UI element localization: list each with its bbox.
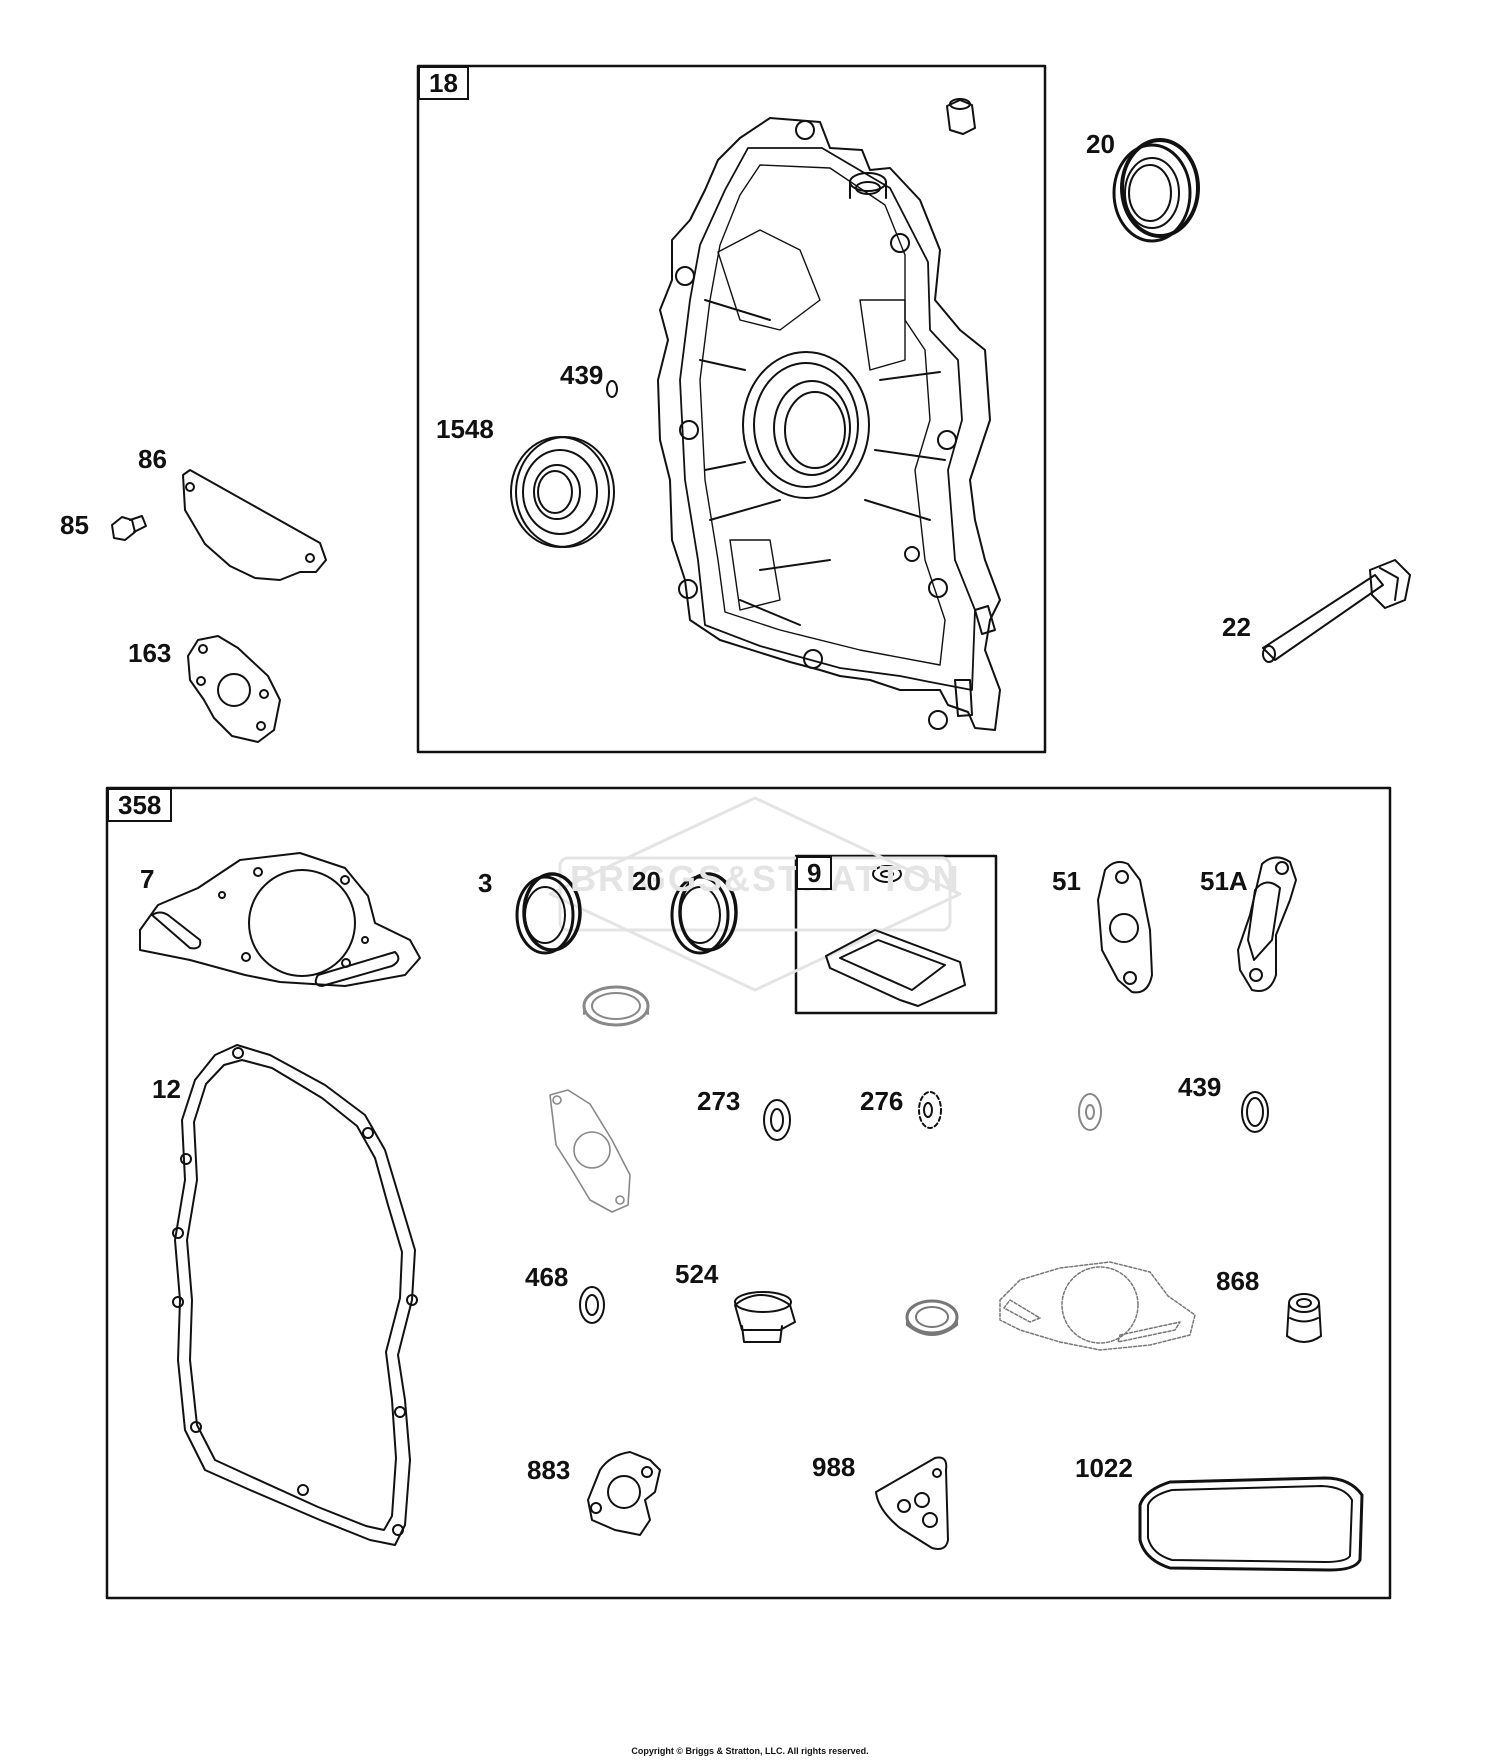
bolt-22-drawing <box>1262 559 1411 663</box>
group-358-frame <box>105 786 1392 1600</box>
part-label-20[interactable]: 20 <box>1086 129 1115 159</box>
part-label-12[interactable]: 12 <box>152 1074 181 1104</box>
crankcase-cover-drawing <box>657 98 1001 731</box>
watermark-logo <box>548 796 962 992</box>
valve-seal-868-drawing <box>1286 1293 1322 1343</box>
faint-gasket-drawing <box>549 1089 631 1213</box>
group-label-18[interactable]: 18 <box>418 66 469 100</box>
part-label-988[interactable]: 988 <box>812 1452 856 1482</box>
o-ring-439-kit-drawing <box>1241 1091 1269 1133</box>
part-label-51a[interactable]: 51A <box>1200 866 1248 896</box>
part-label-7[interactable]: 7 <box>140 864 155 894</box>
faint-head-gasket-drawing <box>999 1261 1196 1351</box>
gasket-163-drawing <box>187 635 281 743</box>
head-gasket-7-drawing <box>139 852 421 987</box>
part-label-1548[interactable]: 1548 <box>436 414 494 444</box>
faint-washer-drawing <box>1078 1093 1102 1131</box>
gasket-9-drawing <box>825 865 966 1007</box>
part-label-1022[interactable]: 1022 <box>1075 1453 1133 1483</box>
ring-drawing <box>582 985 650 1027</box>
washer-273-drawing <box>763 1099 791 1141</box>
copyright-notice: Copyright © Briggs & Stratton, LLC. All … <box>631 1746 869 1756</box>
gasket-988-drawing <box>875 1456 949 1550</box>
part-label-276[interactable]: 276 <box>860 1086 904 1116</box>
o-ring-439-drawing <box>606 380 618 398</box>
part-label-20-kit[interactable]: 20 <box>632 866 661 896</box>
part-label-85[interactable]: 85 <box>60 510 89 540</box>
gasket-86-drawing <box>182 469 327 581</box>
seal-20-kit-drawing <box>670 872 738 955</box>
part-label-22[interactable]: 22 <box>1222 612 1251 642</box>
washer-276-drawing <box>918 1091 942 1129</box>
oil-seal-20-drawing <box>1112 138 1200 243</box>
part-label-883[interactable]: 883 <box>527 1455 571 1485</box>
group-9-frame <box>794 854 998 1015</box>
gasket-51a-drawing <box>1237 856 1297 992</box>
faint-seal-drawing <box>905 1299 959 1336</box>
washer-468-drawing <box>579 1286 605 1324</box>
group-18-frame <box>416 64 1047 754</box>
part-label-468[interactable]: 468 <box>525 1262 569 1292</box>
seal-3-drawing <box>515 872 582 955</box>
group-label-358[interactable]: 358 <box>107 788 173 822</box>
part-label-163[interactable]: 163 <box>128 638 172 668</box>
group-label-9[interactable]: 9 <box>796 856 833 890</box>
gasket-883-drawing <box>587 1451 661 1536</box>
part-label-3[interactable]: 3 <box>478 868 493 898</box>
plug-524-drawing <box>734 1291 796 1343</box>
part-label-51[interactable]: 51 <box>1052 866 1081 896</box>
screw-85-drawing <box>111 515 147 541</box>
part-label-868[interactable]: 868 <box>1216 1266 1260 1296</box>
gasket-51-drawing <box>1097 861 1153 994</box>
seal-1022-drawing <box>1138 1476 1364 1572</box>
part-label-439-kit[interactable]: 439 <box>1178 1072 1222 1102</box>
ball-bearing-1548-drawing <box>510 436 615 548</box>
part-label-273[interactable]: 273 <box>697 1086 741 1116</box>
part-label-524[interactable]: 524 <box>675 1259 719 1289</box>
part-label-86[interactable]: 86 <box>138 444 167 474</box>
part-label-439[interactable]: 439 <box>560 360 604 390</box>
watermark-text: BRIGGS&STRATTON <box>570 858 961 899</box>
crankcase-gasket-12-drawing <box>172 1044 418 1546</box>
